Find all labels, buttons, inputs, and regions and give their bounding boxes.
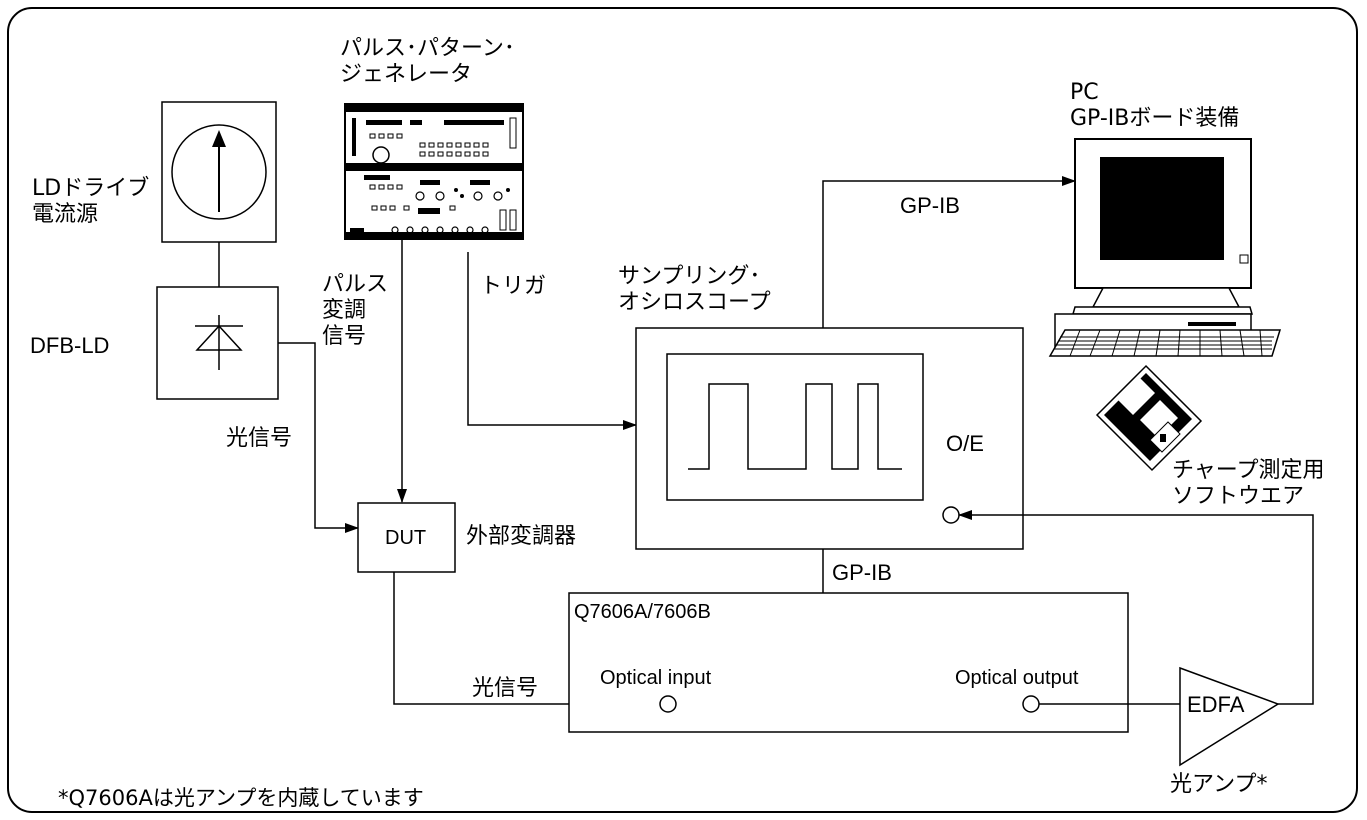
optical-output-label: Optical output bbox=[955, 667, 1079, 689]
edfa-to-oe-line bbox=[958, 510, 1314, 705]
dfb-ld-label: DFB-LD bbox=[30, 333, 110, 358]
pc-computer bbox=[1048, 138, 1282, 357]
dut-box bbox=[357, 502, 456, 573]
optical-input-port bbox=[659, 695, 677, 713]
pulse-generator-label: パルス･パターン･ ジェネレータ bbox=[340, 36, 515, 87]
pc-label: PC GP-IBボード装備 bbox=[1070, 80, 1240, 131]
optical-signal-label-2: 光信号 bbox=[472, 676, 539, 701]
gpib-top-label: GP-IB bbox=[900, 193, 960, 218]
chirp-software-label: チャープ測定用 ソフトウエア bbox=[1172, 458, 1325, 509]
optical-output-port bbox=[1022, 695, 1040, 713]
external-modulator-label: 外部変調器 bbox=[466, 524, 577, 549]
pulse-waveform bbox=[688, 383, 902, 470]
diagram-frame bbox=[7, 7, 1358, 813]
oe-input-port bbox=[942, 506, 960, 524]
optical-amp-label: 光アンプ* bbox=[1170, 772, 1268, 797]
oscilloscope-label: サンプリング･ オシロスコープ bbox=[618, 264, 771, 315]
oe-label: O/E bbox=[946, 431, 984, 456]
gpib-to-pc-line bbox=[822, 176, 1076, 328]
edfa-triangle bbox=[1179, 666, 1280, 767]
analyzer-model-label: Q7606A/7606B bbox=[574, 601, 711, 623]
optical-signal-label-1: 光信号 bbox=[226, 426, 293, 451]
pulse-modulation-label: パルス 変調 信号 bbox=[322, 272, 389, 349]
dfb-to-dut-line bbox=[278, 342, 359, 533]
floppy-disk-icon bbox=[1095, 364, 1203, 472]
ld-driver-label: LDドライブ 電流源 bbox=[32, 176, 150, 227]
trigger-label: トリガ bbox=[480, 274, 547, 299]
dfb-ld-box bbox=[156, 286, 279, 400]
edfa-label: EDFA bbox=[1187, 692, 1245, 717]
trigger-line bbox=[467, 252, 637, 430]
footnote-label: *Q7606Aは光アンプを内蔵しています bbox=[58, 786, 424, 810]
ld-current-source bbox=[161, 101, 277, 243]
dut-label: DUT bbox=[385, 527, 427, 549]
optical-input-label: Optical input bbox=[600, 667, 712, 689]
pulse-pattern-generator bbox=[344, 103, 524, 240]
gpib-mid-label: GP-IB bbox=[832, 560, 892, 585]
